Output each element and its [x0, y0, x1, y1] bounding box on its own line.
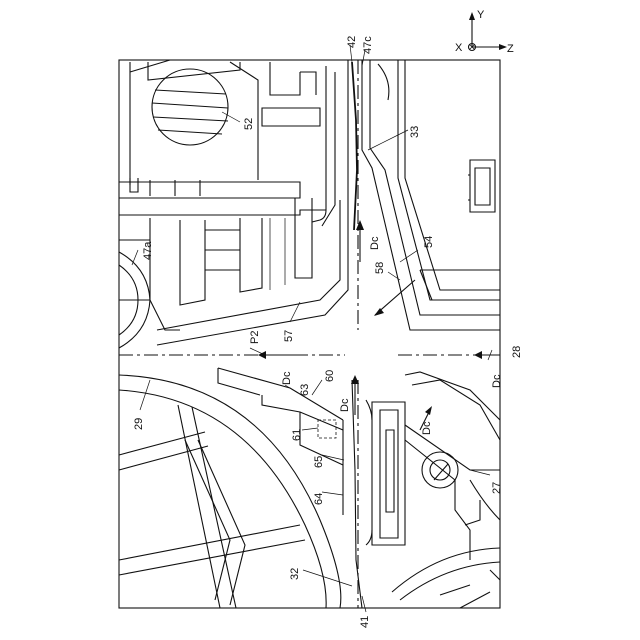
label-42: 42 — [346, 36, 358, 48]
label-63: 63 — [299, 384, 311, 396]
label-65: 65 — [313, 456, 325, 468]
label-54: 54 — [423, 236, 435, 248]
label-33: 33 — [409, 126, 421, 138]
label-dc-1: Dc — [369, 236, 381, 250]
label-dc-2: Dc — [281, 371, 293, 385]
label-dc-4: Dc — [421, 421, 433, 435]
flow-arrows — [258, 220, 500, 430]
leader-lines — [132, 45, 492, 612]
label-dc-5: Dc — [491, 374, 503, 388]
label-58: 58 — [374, 262, 386, 274]
label-64: 64 — [313, 493, 325, 505]
label-41: 41 — [359, 616, 371, 628]
lower-right-assembly — [366, 372, 500, 608]
label-52: 52 — [243, 118, 255, 130]
axis-label-x: X — [455, 42, 463, 54]
label-dc-3: Dc — [339, 398, 351, 412]
axis-label-y: Y — [477, 9, 485, 21]
axis-indicator: Y X Z — [455, 9, 514, 55]
label-28: 28 — [511, 346, 523, 358]
lower-left-wheel — [119, 375, 341, 608]
label-57: 57 — [283, 330, 295, 342]
axis-label-z: Z — [507, 43, 514, 55]
upper-left-assembly — [119, 60, 357, 348]
label-32: 32 — [289, 568, 301, 580]
label-47c: 47c — [362, 36, 374, 54]
upper-right-assembly — [362, 60, 500, 330]
label-27: 27 — [491, 482, 503, 494]
label-29: 29 — [133, 418, 145, 430]
label-P2: P2 — [249, 331, 261, 344]
label-61: 61 — [291, 429, 303, 441]
label-47a: 47a — [142, 241, 154, 260]
label-60: 60 — [324, 370, 336, 382]
